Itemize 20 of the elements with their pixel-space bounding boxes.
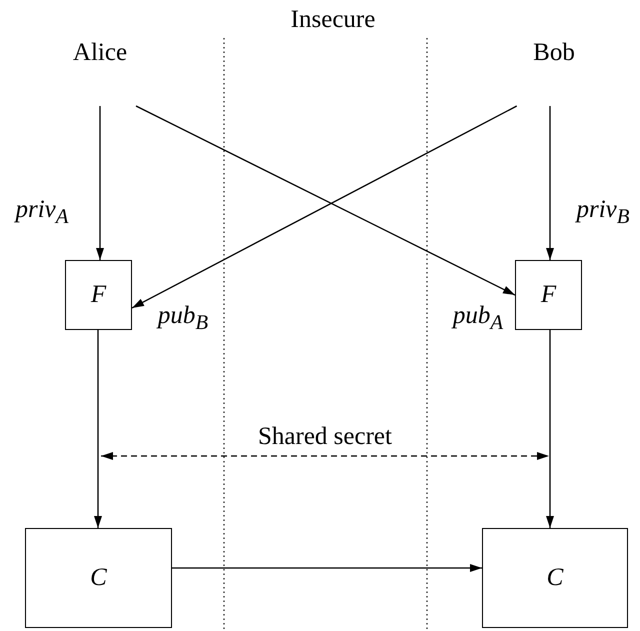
arrow bbox=[172, 564, 482, 572]
function-box bbox=[65, 260, 132, 330]
party-name: Alice bbox=[72, 38, 128, 68]
zone-label: Insecure bbox=[290, 6, 376, 34]
arrow bbox=[546, 106, 554, 260]
edge-label: pub$_{A}$ bbox=[452, 302, 504, 334]
box-symbol: F bbox=[540, 280, 556, 310]
box-symbol: C bbox=[546, 563, 564, 593]
arrow bbox=[96, 106, 104, 260]
box-symbol: C bbox=[90, 563, 107, 593]
edge-label: priv$_{B}$ bbox=[576, 196, 630, 228]
function-box bbox=[515, 260, 582, 330]
function-box bbox=[482, 528, 628, 628]
arrow bbox=[94, 330, 102, 528]
arrow bbox=[546, 330, 554, 528]
edge-label: priv$_{A}$ bbox=[16, 196, 68, 228]
edge-label: pub$_{B}$ bbox=[158, 302, 208, 334]
box-symbol: F bbox=[90, 280, 106, 310]
party-name: Bob bbox=[533, 38, 575, 68]
function-box bbox=[25, 528, 172, 628]
